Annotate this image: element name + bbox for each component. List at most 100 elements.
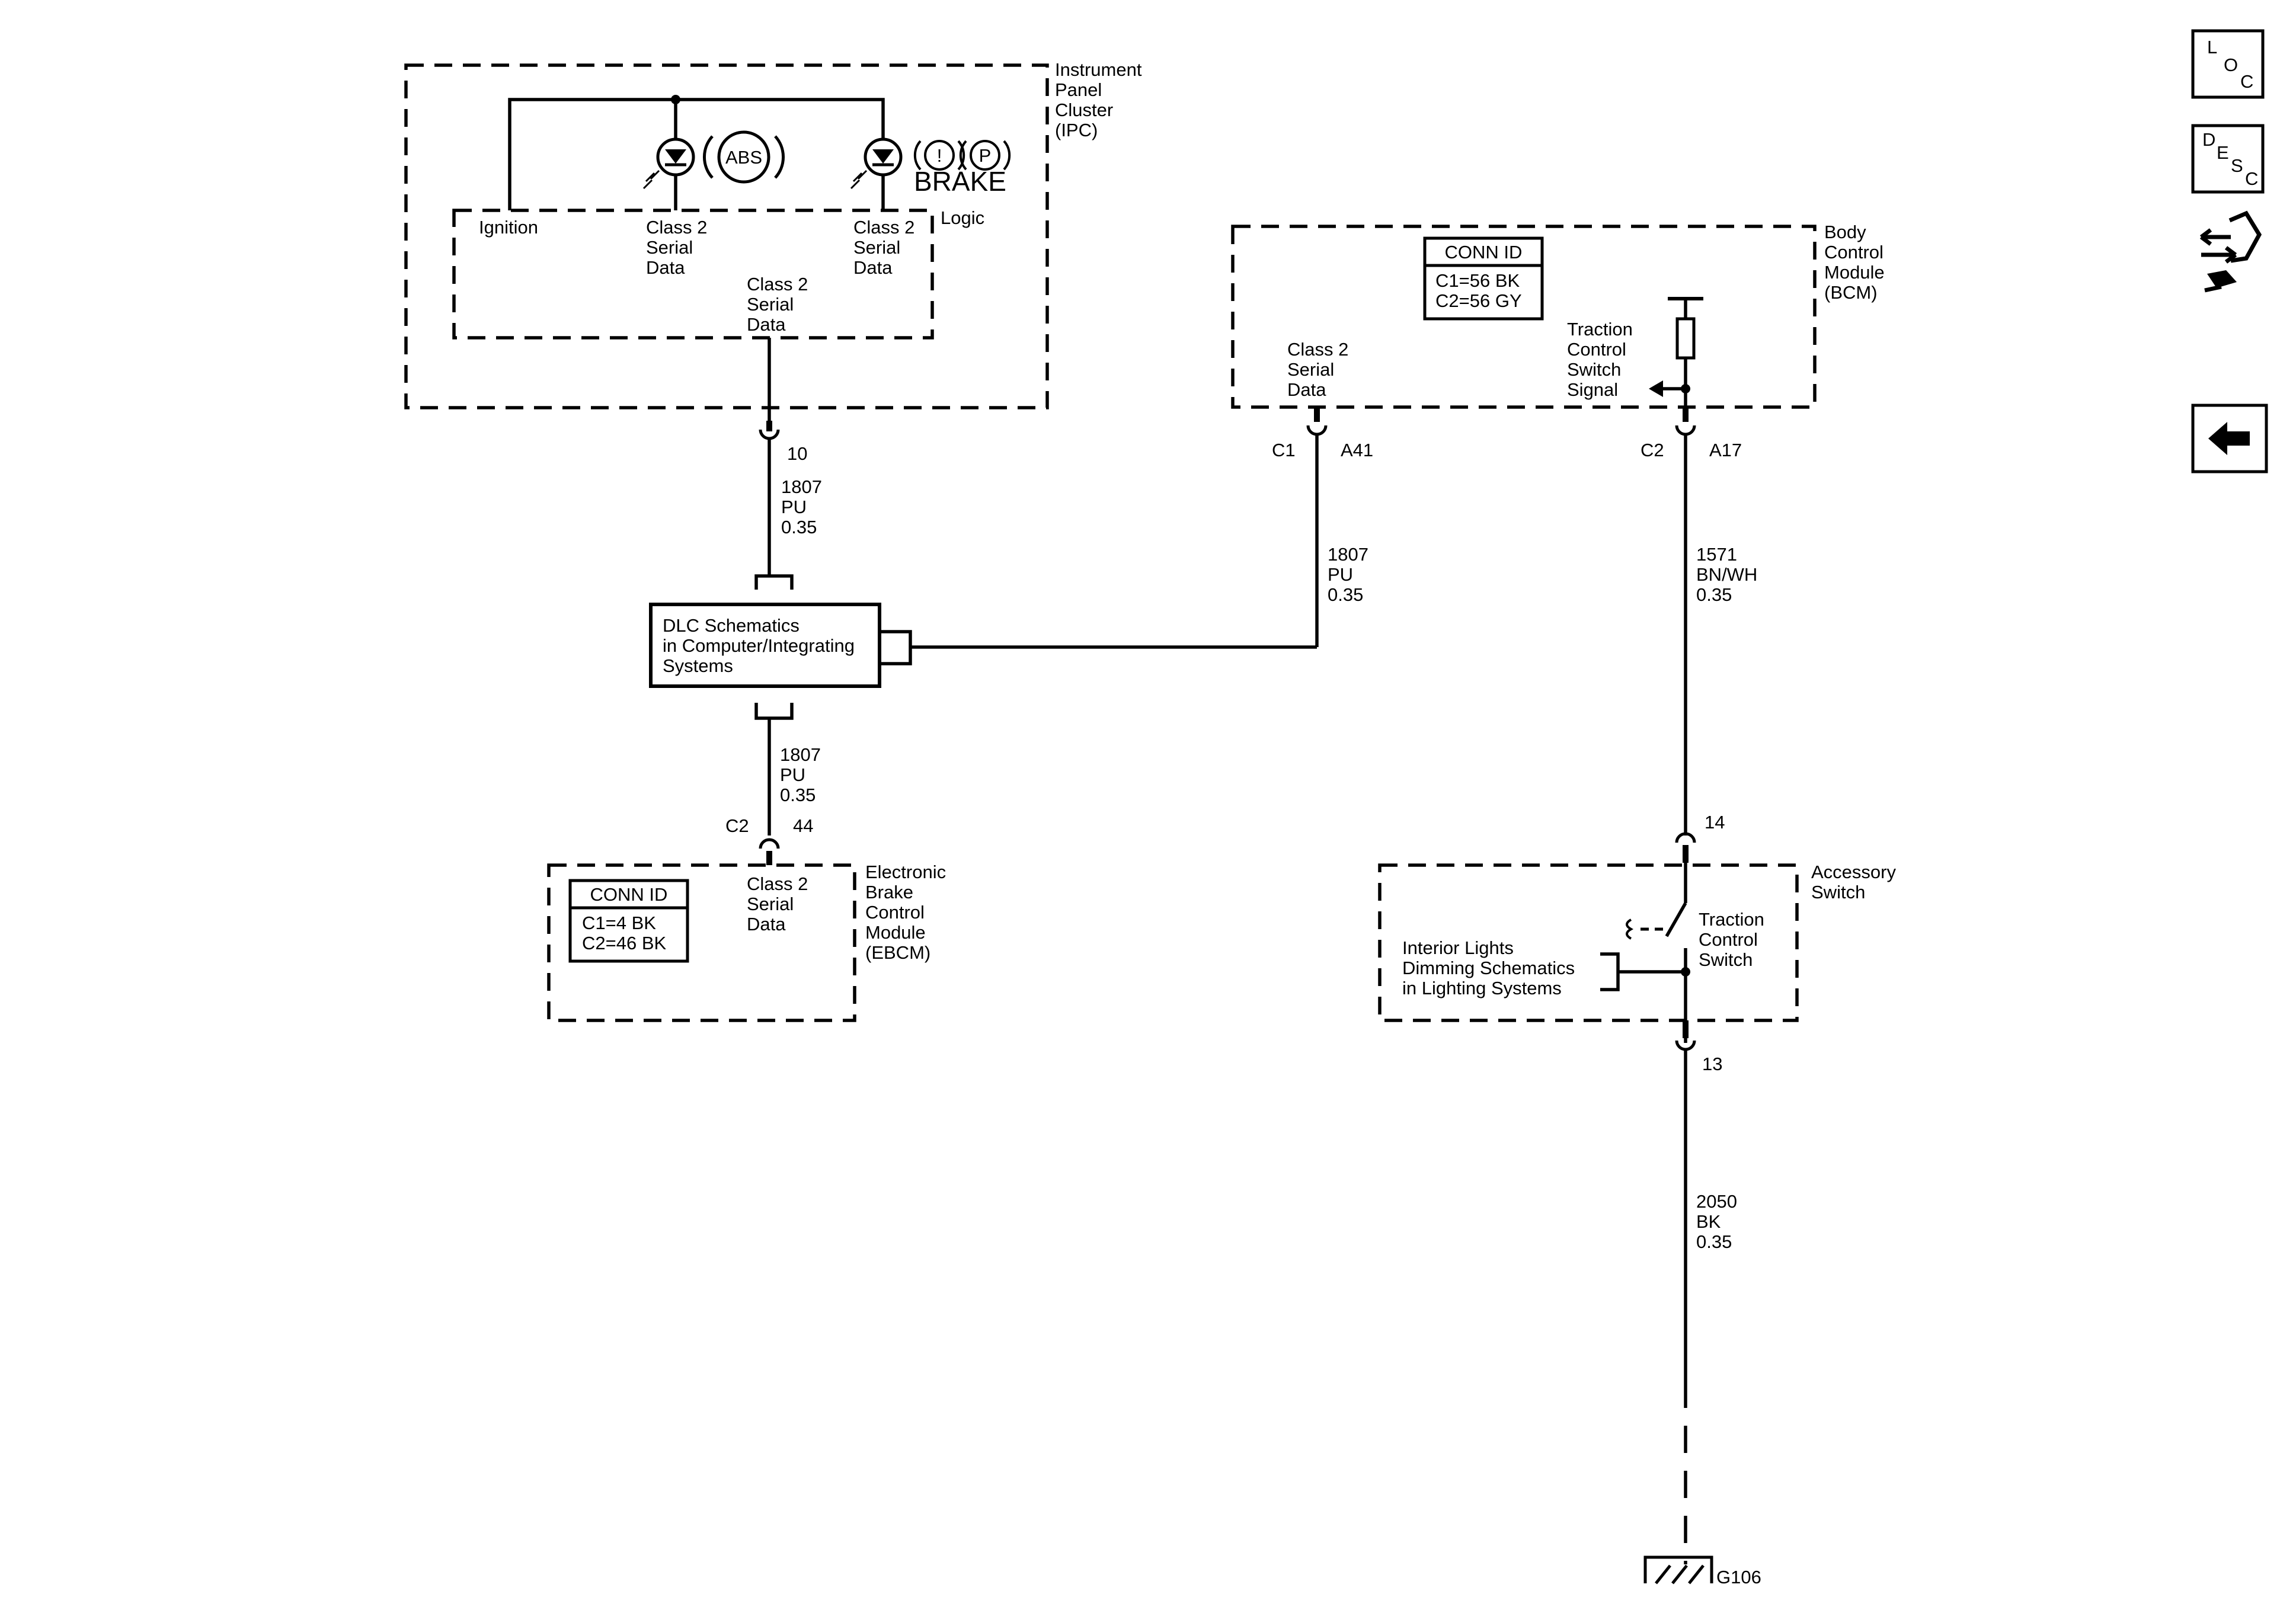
svg-text:1807: 1807: [781, 476, 822, 497]
circuit-label: 1807 PU 0.35: [780, 744, 821, 805]
svg-text:(BCM): (BCM): [1824, 282, 1878, 303]
conn-id-row: C1=56 BK: [1435, 270, 1520, 291]
ground-label: G106: [1716, 1567, 1761, 1587]
svg-text:Switch: Switch: [1567, 359, 1621, 380]
dlc-top-bracket: [754, 574, 794, 590]
connector-id: C2: [725, 815, 749, 836]
conn-id-row: C2=56 GY: [1435, 290, 1522, 311]
back-button[interactable]: [2191, 404, 2268, 473]
svg-text:Data: Data: [646, 257, 685, 278]
loc-button[interactable]: L O C: [2191, 29, 2265, 99]
circuit-label: 1807 PU 0.35: [1328, 544, 1368, 605]
svg-text:1807: 1807: [780, 744, 821, 765]
svg-text:Control: Control: [1824, 242, 1884, 263]
bcm-conn-id-table: CONN ID C1=56 BK C2=56 GY: [1423, 236, 1544, 321]
wire-switch-to-ground: 13 2050 BK 0.35 G106: [1643, 1020, 1761, 1587]
ground-icon: [1643, 1555, 1713, 1585]
svg-text:Switch: Switch: [1811, 882, 1865, 902]
bcm-boundary: [1231, 225, 1817, 409]
svg-text:0.35: 0.35: [780, 785, 816, 805]
circuit-label: 1807 PU 0.35: [781, 476, 822, 537]
svg-text:Data: Data: [853, 257, 893, 278]
svg-text:Serial: Serial: [853, 237, 900, 258]
svg-text:PU: PU: [781, 497, 807, 517]
pin-number: 44: [793, 815, 813, 836]
brake-indicator-led: [850, 137, 903, 190]
ipc-logic-label: Logic: [941, 207, 984, 228]
abs-indicator-led: [642, 137, 695, 190]
interior-lights-bracket: [1600, 952, 1620, 991]
conn-id-row: C1=4 BK: [582, 913, 656, 933]
bcm-module: Body Control Module (BCM) CONN ID C1=56 …: [1231, 222, 1885, 415]
ipc-class2-right: Class 2 Serial Data: [853, 217, 914, 278]
svg-text:BK: BK: [1696, 1211, 1721, 1232]
svg-text:Serial: Serial: [646, 237, 693, 258]
svg-text:Module: Module: [1824, 262, 1885, 283]
dlc-reference-box[interactable]: DLC Schematics in Computer/Integrating S…: [649, 603, 881, 688]
svg-text:Traction: Traction: [1699, 909, 1764, 930]
ipc-module: Instrument Panel Cluster (IPC) ABS: [404, 59, 1142, 409]
svg-text:Class 2: Class 2: [646, 217, 707, 238]
svg-text:C: C: [2245, 168, 2258, 189]
pin-number: 14: [1705, 812, 1725, 833]
svg-text:Serial: Serial: [747, 894, 794, 914]
pin-number: 13: [1702, 1054, 1722, 1074]
svg-text:0.35: 0.35: [781, 517, 817, 537]
svg-text:in Computer/Integrating: in Computer/Integrating: [663, 635, 855, 656]
conn-id-row: C2=46 BK: [582, 933, 667, 953]
traction-switch-label: Traction Control Switch: [1699, 909, 1764, 970]
svg-text:Class 2: Class 2: [853, 217, 914, 238]
brake-label: BRAKE: [914, 166, 1006, 197]
svg-text:in Lighting Systems: in Lighting Systems: [1402, 978, 1562, 998]
ipc-title-line: Cluster: [1055, 100, 1113, 120]
circuit-label: 1571 BN/WH 0.35: [1696, 544, 1757, 605]
connector-symbol: [1675, 1040, 1696, 1051]
parking-brake-icon: P: [959, 140, 1011, 171]
connector-symbol: [759, 429, 780, 440]
arrow-left-icon: [2208, 422, 2250, 455]
svg-text:D: D: [2202, 129, 2215, 150]
svg-text:Systems: Systems: [663, 655, 733, 676]
ipc-boundary: [404, 63, 1049, 409]
svg-text:O: O: [2224, 55, 2238, 75]
parking-brake-glyph: P: [979, 145, 992, 166]
ipc-supply-bus: [508, 98, 885, 210]
connector-symbol: [759, 838, 780, 849]
bcm-class2-label: Class 2 Serial Data: [1287, 339, 1348, 400]
svg-text:Electronic: Electronic: [865, 862, 946, 882]
svg-text:Class 2: Class 2: [747, 274, 808, 295]
svg-text:Traction: Traction: [1567, 319, 1633, 340]
svg-text:PU: PU: [1328, 564, 1353, 585]
svg-text:L: L: [2207, 37, 2217, 57]
svg-text:DLC Schematics: DLC Schematics: [663, 615, 800, 636]
connector-view-icon[interactable]: [2199, 210, 2262, 293]
svg-text:Data: Data: [1287, 379, 1326, 400]
ipc-logic-boundary: [452, 209, 934, 340]
pin-number: 10: [787, 443, 807, 464]
svg-text:Accessory: Accessory: [1811, 862, 1896, 882]
wire-dlc-to-ebcm: 1807 PU 0.35 C2 44: [725, 718, 821, 865]
svg-text:PU: PU: [780, 764, 805, 785]
conn-id-header: CONN ID: [1445, 242, 1523, 263]
brake-warning-glyph: !: [937, 145, 942, 166]
pin-number: A41: [1341, 440, 1373, 460]
ebcm-conn-id-table: CONN ID C1=4 BK C2=46 BK: [568, 879, 689, 963]
svg-text:Control: Control: [865, 902, 925, 923]
ipc-class2-left: Class 2 Serial Data: [646, 217, 707, 278]
connector-id: C1: [1272, 440, 1296, 460]
pullup-resistor: [1649, 297, 1703, 415]
svg-text:BN/WH: BN/WH: [1696, 564, 1757, 585]
dlc-bottom-bracket: [754, 703, 794, 720]
connector-symbol: [1675, 425, 1696, 436]
abs-label: ABS: [725, 147, 762, 168]
svg-text:Class 2: Class 2: [1287, 339, 1348, 360]
ebcm-title: Electronic Brake Control Module (EBCM): [865, 862, 946, 963]
svg-text:Class 2: Class 2: [747, 873, 808, 894]
svg-text:Control: Control: [1567, 339, 1626, 360]
ebcm-module: Electronic Brake Control Module (EBCM) C…: [547, 862, 946, 1022]
svg-text:Dimming Schematics: Dimming Schematics: [1402, 958, 1575, 978]
ebcm-boundary: [547, 863, 856, 1022]
desc-button[interactable]: D E S C: [2191, 124, 2265, 194]
abs-symbol-icon: ABS: [703, 130, 785, 184]
interior-lights-reference[interactable]: Interior Lights Dimming Schematics in Li…: [1402, 937, 1575, 998]
